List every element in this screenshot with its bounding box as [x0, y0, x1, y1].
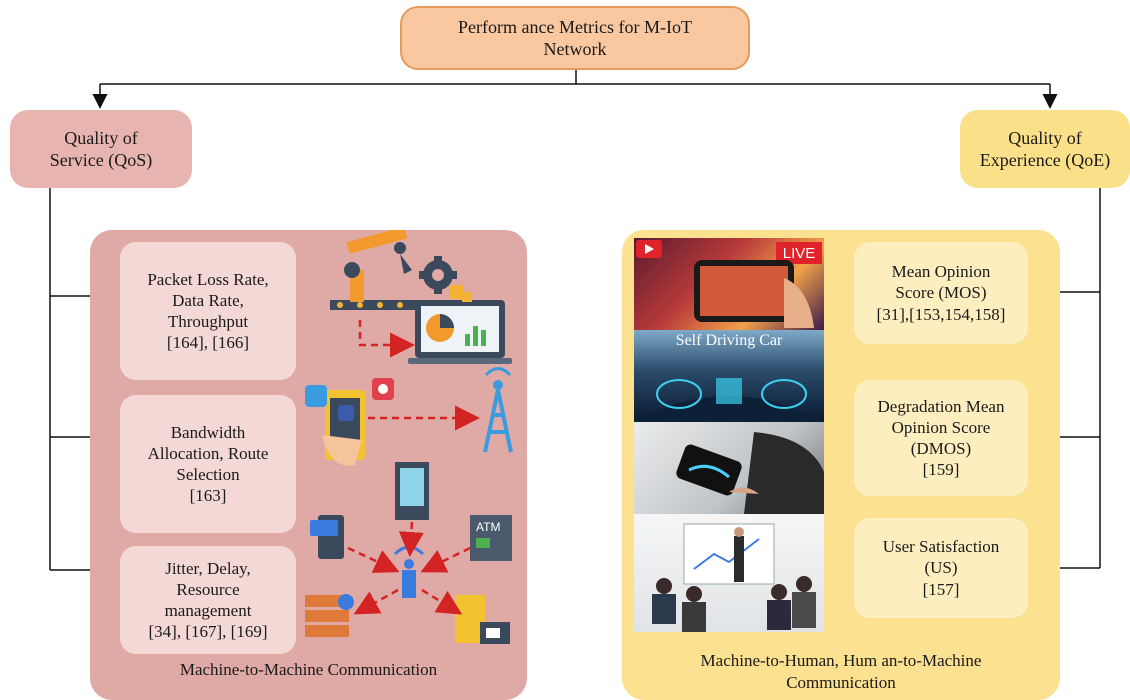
metric-line: Packet Loss Rate, — [147, 269, 269, 289]
vending-machine-icon — [395, 462, 429, 520]
metric-line: Mean Opinion — [891, 262, 991, 282]
hospital-icon — [455, 595, 510, 644]
qos-metric-box-2: Bandwidth Allocation, Route Selection [1… — [120, 395, 296, 533]
metric-line: [163] — [189, 486, 227, 506]
root-title-line1: Perform ance Metrics for M-IoT — [458, 16, 692, 37]
qos-metric-box-1: Packet Loss Rate, Data Rate, Throughput … — [120, 242, 296, 380]
m2m-illustrations: ATM — [305, 230, 513, 644]
metric-line: (US) — [924, 558, 958, 578]
qoe-metric-box-3: User Satisfaction (US) [157] — [854, 518, 1028, 618]
presentation-meeting-photo — [634, 514, 824, 632]
root-title-line2: Network — [543, 39, 607, 59]
metric-line: Opinion Score — [891, 417, 991, 437]
metric-line: Degradation Mean — [877, 396, 1005, 416]
metric-line: Data Rate, — [172, 290, 244, 310]
metric-line: [34], [167], [169] — [148, 622, 268, 642]
metric-line: Resource — [176, 579, 240, 599]
metric-line: Selection — [176, 465, 240, 484]
smartphone-social-icon — [305, 378, 394, 466]
metric-line: [159] — [922, 460, 960, 480]
m2h-caption-line2: Communication — [786, 673, 896, 693]
metric-line: Jitter, Delay, — [165, 558, 251, 578]
metric-line: (DMOS) — [910, 439, 972, 458]
metric-line: Allocation, Route — [147, 443, 269, 463]
cell-tower-icon — [483, 367, 513, 453]
m2h-caption-line1: Machine-to-Human, Hum an-to-Machine — [700, 651, 982, 670]
voice-assistant-photo — [634, 422, 824, 514]
qos-line2: Service (QoS) — [49, 150, 153, 170]
metric-line: management — [164, 601, 252, 620]
root-node: Perform ance Metrics for M-IoT Network — [400, 6, 750, 70]
metric-line: [157] — [922, 579, 960, 599]
live-concert-photo: LIVE — [634, 238, 824, 330]
m2m-caption: Machine-to-Machine Communication — [179, 660, 438, 679]
router-antenna-icon — [393, 545, 425, 598]
metric-line: Score (MOS) — [895, 283, 987, 303]
qoe-node: Quality of Experience (QoE) — [960, 110, 1130, 188]
metric-line: [164], [166] — [166, 333, 250, 353]
qoe-metric-box-1: Mean Opinion Score (MOS) [31],[153,154,1… — [854, 242, 1028, 344]
metric-line: Bandwidth — [170, 422, 246, 442]
qos-node: Quality of Service (QoS) — [10, 110, 192, 188]
metric-line: [31],[153,154,158] — [876, 304, 1006, 324]
gear-icon — [419, 256, 457, 294]
atm-icon: ATM — [470, 515, 512, 561]
self-driving-car-label: Self Driving Car — [675, 332, 783, 349]
robot-arm-icon — [330, 230, 420, 310]
server-stack-icon — [305, 594, 354, 637]
card-terminal-icon — [310, 515, 344, 559]
live-badge: LIVE — [782, 244, 816, 262]
self-driving-car-photo: Self Driving Car — [634, 330, 824, 422]
m2h-caption: Machine-to-Human, Hum an-to-Machine Comm… — [622, 650, 1060, 694]
qos-line1: Quality of — [64, 127, 138, 148]
metric-line: Throughput — [167, 312, 249, 331]
qoe-metric-box-2: Degradation Mean Opinion Score (DMOS) [1… — [854, 380, 1028, 496]
qos-metric-box-3: Jitter, Delay, Resource management [34],… — [120, 546, 296, 654]
qoe-line2: Experience (QoE) — [979, 150, 1111, 170]
qoe-line1: Quality of — [1008, 127, 1082, 148]
metric-line: User Satisfaction — [882, 537, 1000, 557]
laptop-dashboard-icon — [408, 285, 512, 364]
atm-label: ATM — [476, 520, 500, 534]
